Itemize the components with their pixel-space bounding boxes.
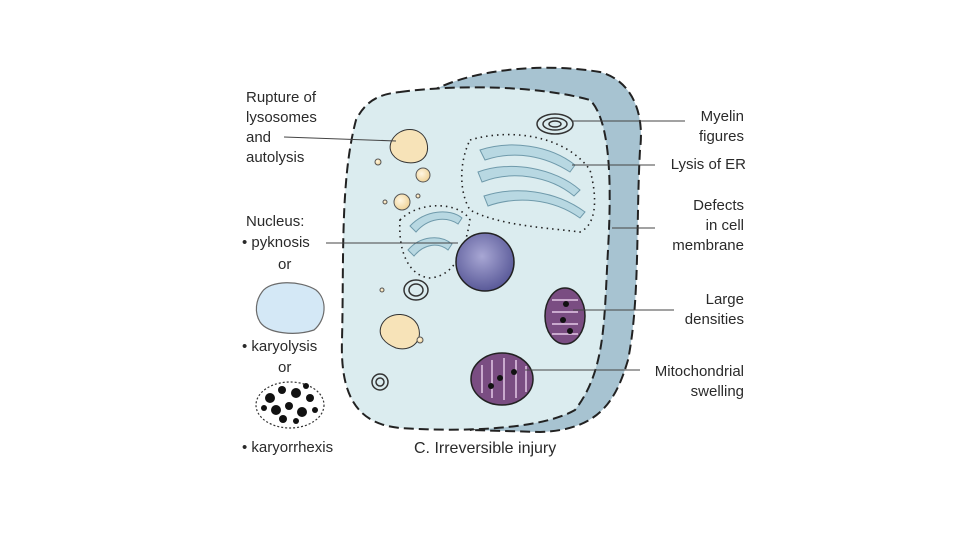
ruptured-lysosome-2 xyxy=(379,314,420,350)
label-defects-membrane: Defects in cell membrane xyxy=(672,197,744,254)
label-myelin-figures: Myelin figures xyxy=(698,108,744,145)
mitochondrion-dense xyxy=(544,287,586,345)
label-nucleus-heading: Nucleus: xyxy=(246,213,305,230)
lysosome-granules xyxy=(374,158,431,344)
label-or-2: or xyxy=(278,359,292,376)
label-mito-swelling: Mitochondrial swelling xyxy=(654,363,744,400)
myelin-figure-bottom xyxy=(371,373,389,391)
label-lysis-er: Lysis of ER xyxy=(670,156,746,173)
diagram-caption: C. Irreversible injury xyxy=(414,440,557,457)
mitochondrion-swollen xyxy=(470,352,534,406)
label-karyolysis: • karyolysis xyxy=(242,338,318,355)
label-pyknosis: • pyknosis xyxy=(242,234,310,251)
label-rupture-lysosomes: Rupture of lysosomes and autolysis xyxy=(246,89,317,166)
endoplasmic-reticulum xyxy=(407,144,586,257)
karyorrhexis-shape xyxy=(255,381,325,429)
label-karyorrhexis: • karyorrhexis xyxy=(242,439,334,456)
myelin-figure-top xyxy=(536,113,574,135)
myelin-figure-left xyxy=(403,279,429,301)
ruptured-lysosome-1 xyxy=(389,129,428,164)
karyolysis-shape xyxy=(255,282,325,334)
label-or-1: or xyxy=(278,256,292,273)
nucleus-pyknotic xyxy=(455,232,515,292)
label-large-densities: Large densities xyxy=(684,291,744,328)
leader-lines xyxy=(283,120,685,371)
